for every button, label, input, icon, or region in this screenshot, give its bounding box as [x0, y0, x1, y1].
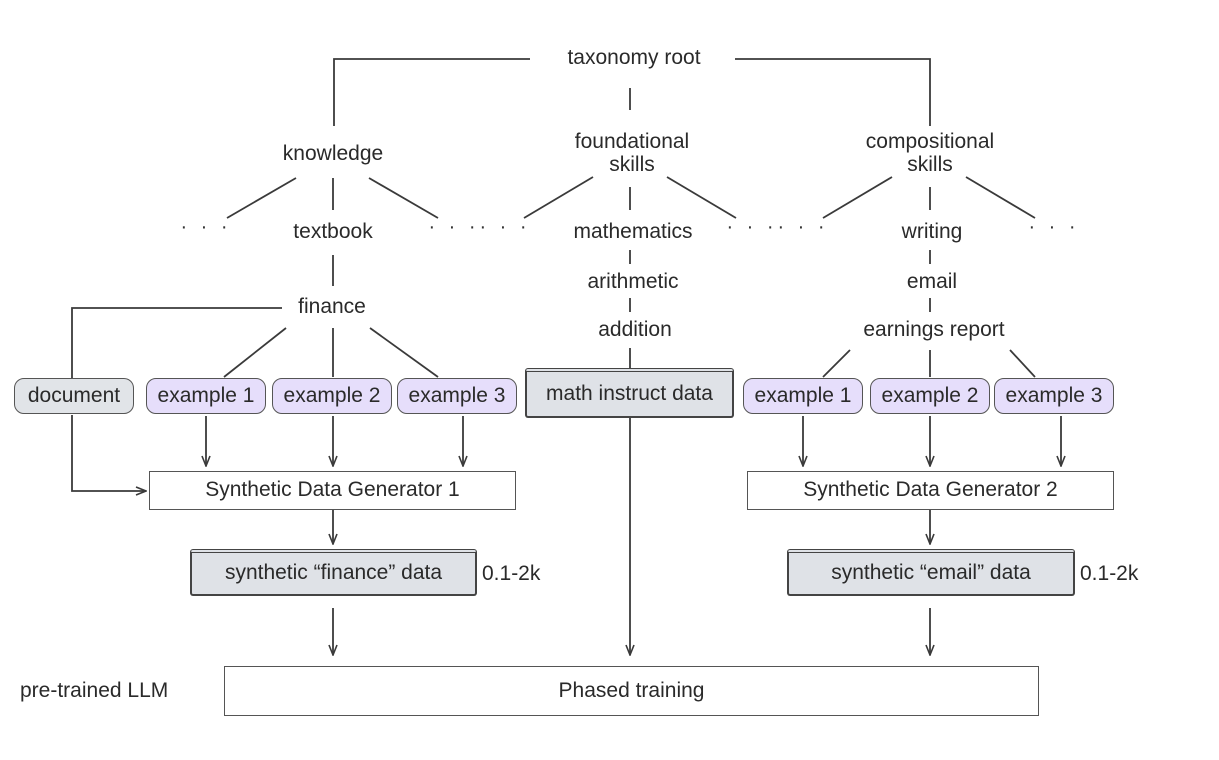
- pretrained-llm-label: pre-trained LLM: [20, 679, 169, 702]
- knowledge-left-line: [226, 177, 297, 219]
- finance-label: finance: [298, 295, 366, 318]
- email-data-store: synthetic “email” data: [787, 549, 1075, 596]
- writing-label: writing: [901, 220, 963, 243]
- email-label: email: [906, 270, 958, 293]
- knowledge-right-line: [368, 177, 439, 219]
- finance-example-3-node: example 3: [397, 378, 517, 414]
- email-example-3-node: example 3: [994, 378, 1114, 414]
- compositional-line-2: skills: [907, 153, 953, 176]
- ellipsis: · · ·: [428, 216, 480, 238]
- ellipsis: · · ·: [726, 216, 778, 238]
- ellipsis: · · ·: [1028, 216, 1080, 238]
- compositional-skills-label: compositional skills: [866, 130, 994, 176]
- foundational-skills-label: foundational skills: [575, 130, 689, 176]
- foundational-line-2: skills: [609, 153, 655, 176]
- phased-training-box: Phased training: [224, 666, 1039, 716]
- finance-data-count: 0.1-2k: [482, 562, 541, 585]
- taxonomy-root-label: taxonomy root: [567, 46, 701, 69]
- mathematics-label: mathematics: [573, 220, 693, 243]
- ellipsis: · · ·: [777, 216, 829, 238]
- finance-example3-line: [369, 327, 439, 378]
- addition-label: addition: [598, 318, 672, 341]
- ellipsis: · · ·: [479, 216, 531, 238]
- earnings-example1-line: [822, 349, 851, 378]
- email-data-count: 0.1-2k: [1080, 562, 1139, 585]
- earnings-report-label: earnings report: [863, 318, 1005, 341]
- email-example-2-node: example 2: [870, 378, 990, 414]
- foundational-right-line: [666, 176, 737, 219]
- compositional-line-1: compositional: [865, 130, 995, 153]
- arithmetic-label: arithmetic: [587, 270, 679, 293]
- email-example-1-node: example 1: [743, 378, 863, 414]
- earnings-example3-line: [1009, 349, 1036, 378]
- finance-example1-line: [223, 327, 287, 378]
- textbook-label: textbook: [293, 220, 373, 243]
- math-instruct-data-store: math instruct data: [525, 368, 734, 418]
- document-node: document: [14, 378, 134, 414]
- finance-example-2-node: example 2: [272, 378, 392, 414]
- foundational-line-1: foundational: [574, 130, 690, 153]
- foundational-left-line: [523, 176, 594, 219]
- compositional-right-line: [965, 176, 1036, 219]
- finance-document-line: [71, 307, 282, 378]
- ellipsis: · · ·: [180, 216, 232, 238]
- root-to-compositional-line: [735, 58, 931, 126]
- document-to-generator1-arrow: [71, 415, 146, 491]
- finance-data-store: synthetic “finance” data: [190, 549, 477, 596]
- finance-example-1-node: example 1: [146, 378, 266, 414]
- synthetic-data-generator-2: Synthetic Data Generator 2: [747, 471, 1114, 510]
- knowledge-label: knowledge: [282, 142, 384, 165]
- root-to-knowledge-line: [333, 58, 530, 126]
- synthetic-data-generator-1: Synthetic Data Generator 1: [149, 471, 516, 510]
- compositional-left-line: [822, 176, 893, 219]
